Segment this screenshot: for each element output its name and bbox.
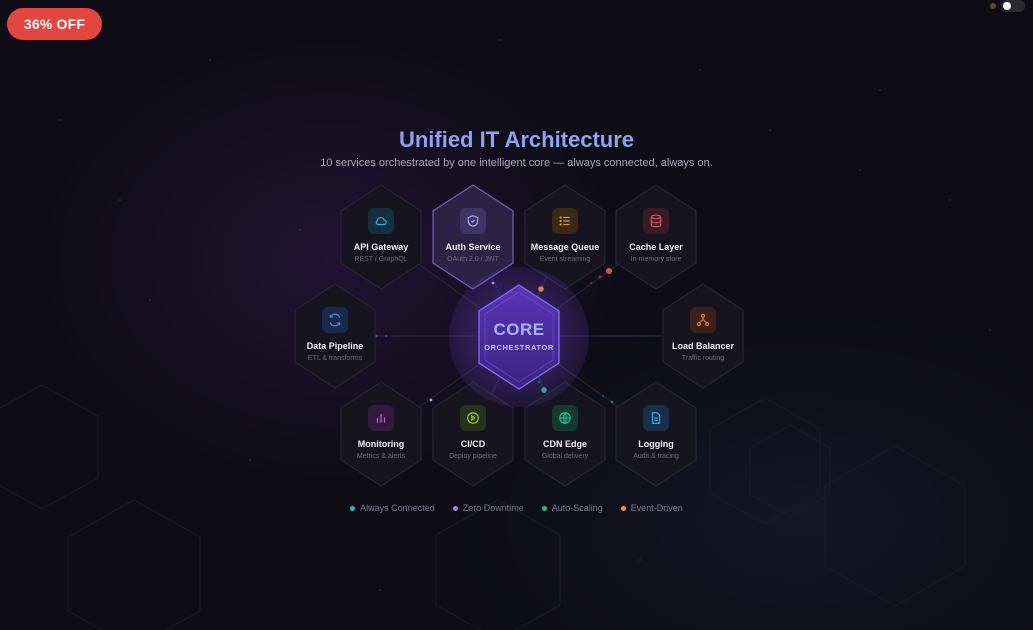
legend-label: Event-Driven bbox=[630, 503, 683, 513]
flow-particle bbox=[610, 400, 614, 404]
legend-item: Always Connected bbox=[350, 503, 435, 513]
play-circle-icon bbox=[460, 405, 486, 431]
hexagon-frame bbox=[524, 381, 606, 487]
legend-label: Auto-Scaling bbox=[551, 503, 603, 513]
list-icon bbox=[552, 208, 578, 234]
core-title: CORE bbox=[493, 320, 545, 339]
toggle-track[interactable] bbox=[1001, 0, 1025, 12]
service-label: API Gateway bbox=[353, 242, 409, 252]
service-description: Global delivery bbox=[541, 453, 589, 460]
toggle-indicator bbox=[990, 3, 996, 9]
legend-item: Event-Driven bbox=[620, 503, 683, 513]
flow-particle bbox=[601, 394, 605, 398]
service-description: ETL & transforms bbox=[307, 355, 363, 362]
core-hexagon bbox=[449, 267, 589, 407]
toggle-knob bbox=[1003, 2, 1011, 10]
service-label: Data Pipeline bbox=[306, 341, 364, 351]
service-description: REST / GraphQL bbox=[354, 256, 408, 263]
service-description: OAuth 2.0 / JWT bbox=[447, 256, 499, 263]
service-label: Auth Service bbox=[445, 242, 501, 252]
cloud-icon bbox=[368, 208, 394, 234]
refresh-icon bbox=[322, 307, 348, 333]
core-orchestrator[interactable]: CORE ORCHESTRATOR bbox=[449, 267, 589, 407]
legend-item: Zero Downtime bbox=[452, 503, 524, 513]
globe-icon bbox=[552, 405, 578, 431]
service-card-load-balancer[interactable]: Load Balancer Traffic routing bbox=[662, 283, 744, 389]
service-label: Logging bbox=[638, 439, 674, 449]
page-title: Unified IT Architecture bbox=[0, 127, 1033, 153]
file-text-icon bbox=[643, 405, 669, 431]
service-description: Metrics & alerts bbox=[356, 453, 406, 460]
service-label: CDN Edge bbox=[542, 439, 587, 449]
service-card-cdn-edge[interactable]: CDN Edge Global delivery bbox=[524, 381, 606, 487]
hexagon-frame bbox=[662, 283, 744, 389]
discount-badge[interactable]: 36% OFF bbox=[7, 8, 102, 40]
service-description: Deploy pipeline bbox=[449, 453, 497, 460]
legend-dot bbox=[350, 505, 356, 511]
service-description: Event streaming bbox=[539, 256, 591, 263]
hexagon-frame bbox=[294, 283, 376, 389]
shield-check-icon bbox=[460, 208, 486, 234]
database-icon bbox=[643, 208, 669, 234]
service-label: CI/CD bbox=[460, 439, 486, 449]
legend-dot bbox=[541, 505, 547, 511]
bar-chart-icon bbox=[367, 405, 394, 431]
service-card-logging[interactable]: Logging Audit & tracing bbox=[615, 381, 697, 487]
service-card-message-queue[interactable]: Message Queue Event streaming bbox=[524, 184, 606, 290]
flow-particle bbox=[606, 268, 612, 274]
service-card-api-gateway[interactable]: API Gateway REST / GraphQL bbox=[340, 184, 422, 290]
flow-particle bbox=[589, 281, 593, 285]
feature-legend: Always Connected Zero Downtime Auto-Scal… bbox=[0, 503, 1033, 513]
service-description: Traffic routing bbox=[681, 355, 725, 362]
page-subtitle: 10 services orchestrated by one intellig… bbox=[320, 157, 713, 169]
network-icon bbox=[690, 307, 716, 333]
hexagon-frame bbox=[340, 184, 422, 290]
hexagon-frame bbox=[615, 381, 697, 487]
service-label: Message Queue bbox=[530, 242, 600, 252]
legend-dot bbox=[620, 505, 626, 511]
legend-label: Zero Downtime bbox=[462, 503, 524, 513]
service-card-monitoring[interactable]: Monitoring Metrics & alerts bbox=[340, 381, 422, 487]
hexagon-frame bbox=[432, 381, 514, 487]
flow-particle bbox=[429, 398, 433, 402]
legend-dot bbox=[452, 505, 458, 511]
theme-toggle[interactable] bbox=[990, 0, 1025, 14]
service-description: In-memory store bbox=[630, 256, 682, 263]
core-subtitle: ORCHESTRATOR bbox=[484, 343, 554, 352]
service-label: Load Balancer bbox=[671, 341, 735, 351]
flow-particle bbox=[598, 275, 602, 279]
flow-particle bbox=[384, 334, 388, 338]
legend-item: Auto-Scaling bbox=[541, 503, 603, 513]
service-label: Cache Layer bbox=[629, 242, 683, 252]
legend-label: Always Connected bbox=[360, 503, 435, 513]
service-card-cache-layer[interactable]: Cache Layer In-memory store bbox=[615, 184, 697, 290]
service-card-ci-cd[interactable]: CI/CD Deploy pipeline bbox=[432, 381, 514, 487]
service-description: Audit & tracing bbox=[633, 453, 679, 460]
hexagon-frame bbox=[340, 381, 422, 487]
hexagon-frame bbox=[615, 184, 697, 290]
service-label: Monitoring bbox=[357, 439, 405, 449]
service-card-data-pipeline[interactable]: Data Pipeline ETL & transforms bbox=[294, 283, 376, 389]
